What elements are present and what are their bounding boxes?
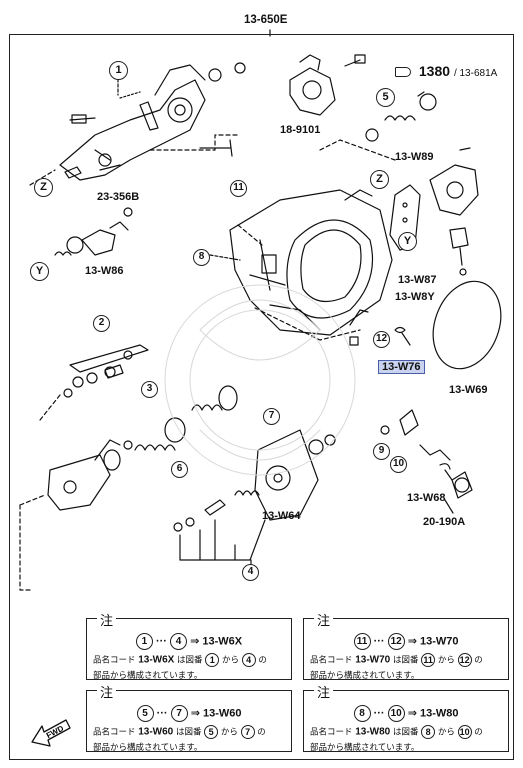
label-13-w68: 13-W68: [407, 492, 446, 504]
label-23-356b: 23-356B: [97, 191, 140, 203]
label-13-w8y: 13-W8Y: [395, 291, 435, 303]
callout-7: 7: [263, 408, 280, 425]
label-13-w86: 13-W86: [85, 265, 124, 277]
callout-10: 10: [390, 456, 407, 473]
callout-5: 5: [376, 88, 395, 107]
note-title: 注: [97, 610, 117, 629]
label-18-9101: 18-9101: [280, 124, 321, 136]
diagram-frame: [9, 34, 514, 760]
note-from-callout: 1: [135, 633, 153, 650]
note-title: 注: [314, 682, 334, 701]
note-title: 注: [314, 610, 334, 629]
note-box-8-10: 注 8 ··· 10 ⇒ 13-W80 品名コード 13-W80 は図番 8 か…: [303, 682, 509, 753]
note-code: 13-W6X: [202, 635, 243, 648]
ref-page-number: 1380: [418, 63, 451, 79]
leader-20-190a: [444, 499, 454, 514]
label-13-w76: 13-W76: [378, 360, 425, 374]
leader-z2: [319, 139, 396, 161]
note-to-callout: 7: [170, 705, 188, 722]
hose-clamp-icon: [395, 67, 411, 78]
bracket-13-w89: [389, 147, 479, 276]
note-to-callout: 4: [170, 633, 188, 650]
note-code: 13-W80: [419, 707, 459, 720]
note-code: 13-W70: [419, 635, 459, 648]
dashed-link-mid: [254, 307, 361, 341]
note-to-callout: 12: [387, 633, 405, 650]
springs-group-3: [103, 385, 238, 471]
label-20-190a: 20-190A: [423, 516, 466, 528]
watermark-emblem: [164, 284, 356, 476]
note-code: 13-W60: [202, 707, 242, 720]
callout-y-left: Y: [30, 262, 49, 281]
sensor-18-9101: [289, 54, 366, 116]
spring-group-5: [365, 91, 437, 142]
ref-page-sub: / 13-681A: [453, 68, 498, 79]
assembly-13-w86: [54, 207, 133, 256]
callout-9: 9: [373, 443, 390, 460]
dashed-link-top: [149, 134, 241, 151]
parts-group-2: [63, 344, 149, 398]
callout-6: 6: [171, 461, 188, 478]
label-13-w87: 13-W87: [398, 274, 437, 286]
lever-assembly-1: [59, 62, 246, 181]
label-13-w89: 13-W89: [395, 151, 434, 163]
note-from-callout: 8: [353, 705, 371, 722]
leader-z1: [29, 169, 56, 186]
throttle-sector-7: [234, 429, 336, 521]
callout-12: 12: [373, 331, 390, 348]
leader-lower-left: [19, 494, 46, 506]
callout-11: 11: [230, 180, 247, 197]
leader-4-bracket: [179, 534, 236, 561]
fwd-arrow-shape: FWD: [31, 719, 71, 747]
leader-8: [209, 254, 241, 261]
callout-z-left: Z: [34, 178, 53, 197]
note-box-11-12: 注 11 ··· 12 ⇒ 13-W70 品名コード 13-W70 は図番 11…: [303, 610, 509, 681]
label-13-w64: 13-W64: [262, 510, 301, 522]
callout-1: 1: [109, 61, 128, 80]
note-box-1-4: 注 1 ··· 4 ⇒ 13-W6X 品名コード 13-W6X は図番 1 から…: [86, 610, 292, 681]
callout-z-right: Z: [370, 170, 389, 189]
throttle-body: [229, 189, 393, 336]
note-title: 注: [97, 682, 117, 701]
callout-8: 8: [193, 249, 210, 266]
lever-assembly-lower: [47, 439, 121, 511]
callout-4: 4: [242, 564, 259, 581]
label-13-w69: 13-W69: [449, 384, 488, 396]
leader-2-lower: [39, 394, 61, 421]
cover-13-w69: [432, 280, 502, 370]
main-part-number: 13-650E: [244, 14, 288, 26]
callout-2: 2: [93, 315, 110, 332]
note-box-5-7: 注 5 ··· 7 ⇒ 13-W60 品名コード 13-W60 は図番 5 から…: [86, 682, 292, 753]
note-from-callout: 5: [136, 705, 154, 722]
small-lever: [204, 499, 226, 516]
note-from-callout: 11: [353, 633, 371, 650]
leader-11: [237, 224, 263, 246]
callout-3: 3: [141, 381, 158, 398]
parts-9-10-w68: [380, 409, 473, 499]
note-to-callout: 10: [387, 705, 405, 722]
callout-y-right: Y: [398, 232, 417, 251]
fwd-arrow-icon: FWD: [28, 714, 74, 753]
